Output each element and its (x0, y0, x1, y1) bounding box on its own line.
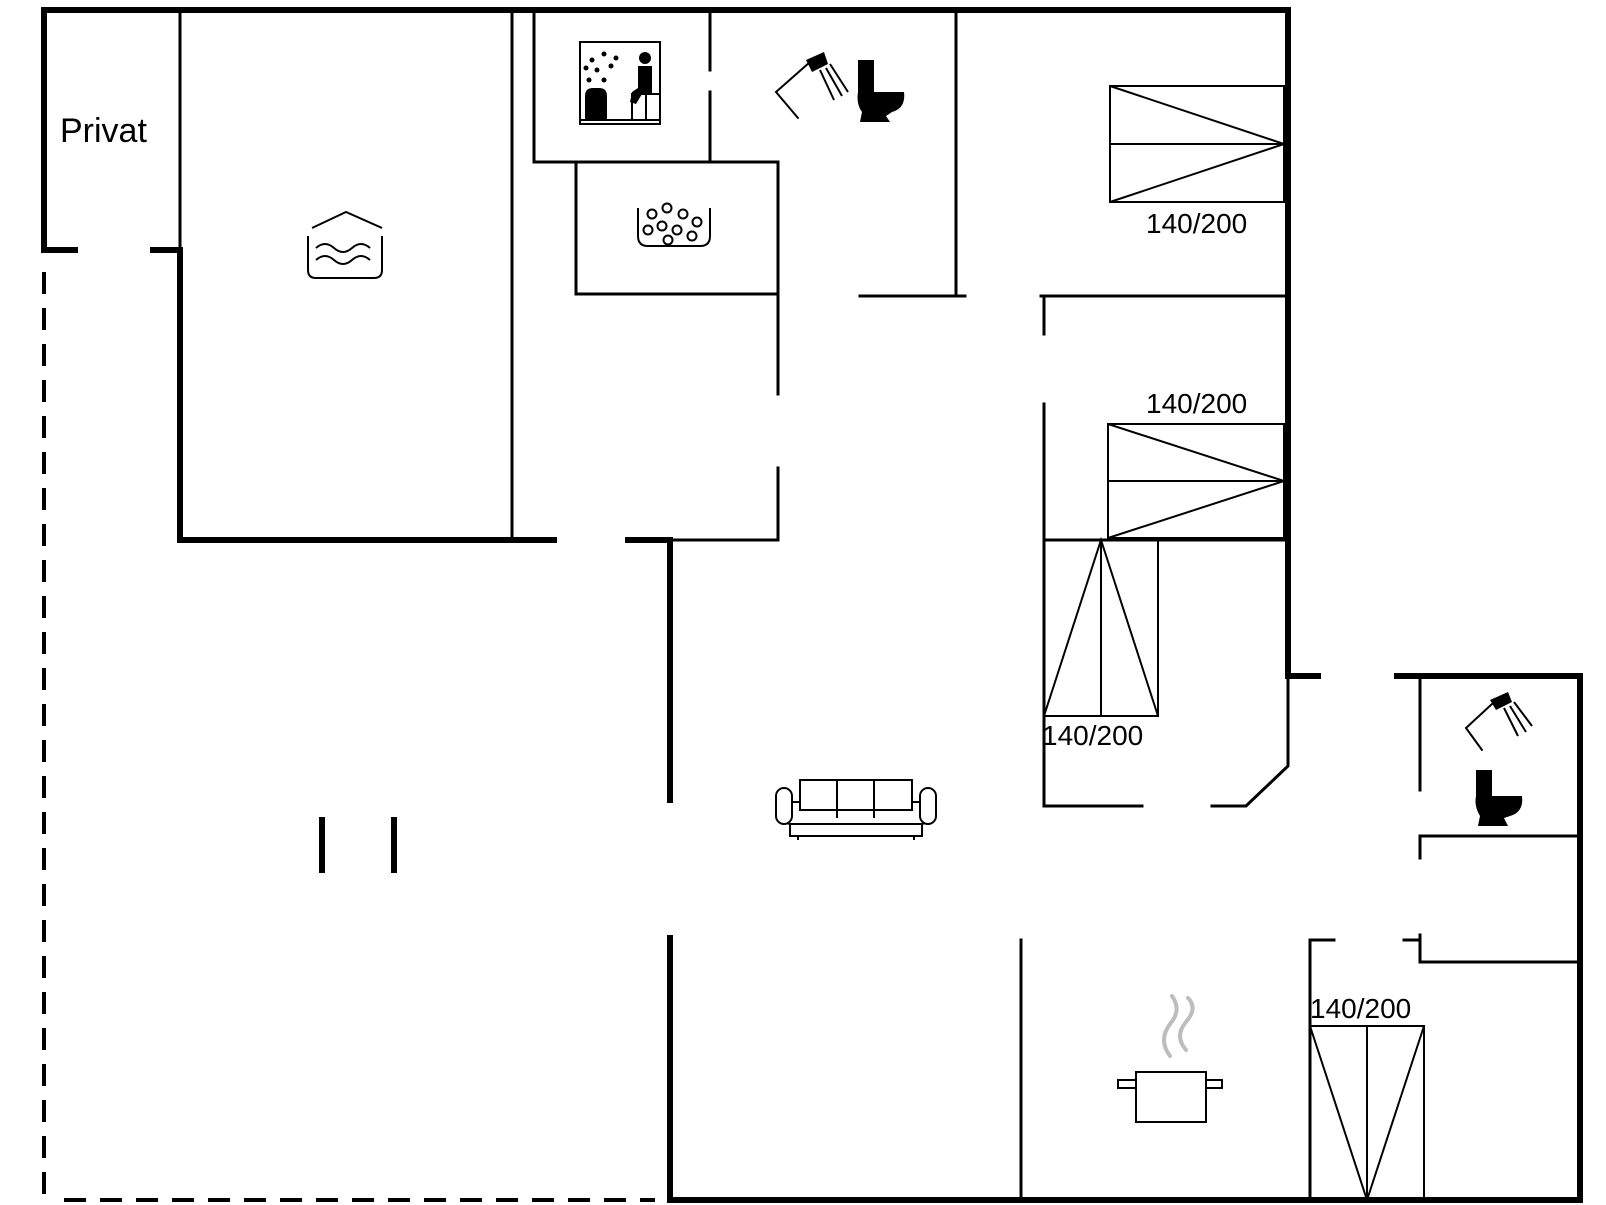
sauna-icon (579, 41, 661, 125)
bed-3 (1043, 536, 1159, 717)
whirlpool-icon (637, 202, 711, 247)
shower-toilet-icon (774, 52, 905, 122)
bed-size-label-3: 140/200 (1042, 720, 1143, 751)
bed-2 (1107, 423, 1288, 539)
shower-toilet-icon (1464, 692, 1533, 826)
pool-icon (307, 210, 383, 279)
bed-1 (1109, 85, 1288, 203)
sofa-icon (775, 779, 937, 840)
bed-size-label-4: 140/200 (1310, 993, 1411, 1024)
exterior-walls (41, 7, 1583, 1203)
room-label-privat: Privat (60, 112, 147, 150)
bed-size-label-2: 140/200 (1146, 388, 1247, 419)
bed-4 (1309, 1025, 1425, 1204)
cooking-pot-icon (1117, 994, 1223, 1123)
interior-walls (178, 8, 1582, 1202)
bed-size-label-1: 140/200 (1146, 208, 1247, 239)
